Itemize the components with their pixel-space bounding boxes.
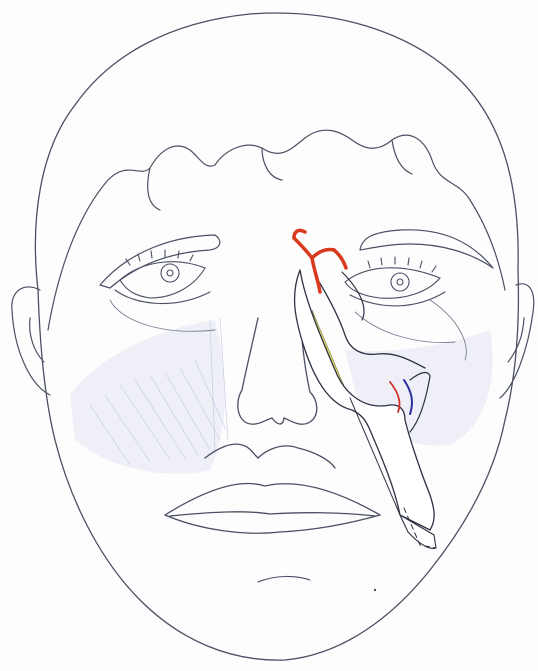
cheek-shading [70,320,493,474]
hairline [48,130,505,330]
chin-line [258,576,310,582]
pencil-dot [374,589,376,591]
head-outline [35,13,518,660]
left-eyebrow [100,235,220,288]
right-eyebrow [360,230,493,268]
right-eye [345,257,445,306]
